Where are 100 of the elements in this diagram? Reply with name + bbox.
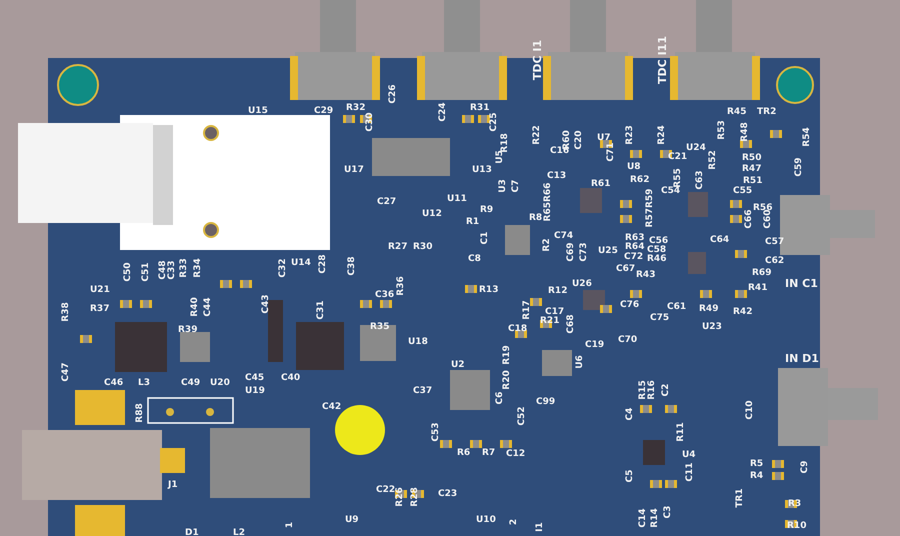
component-designator: C49: [181, 378, 200, 388]
component-designator: R42: [733, 307, 752, 317]
component-designator: U17: [344, 165, 364, 175]
component-designator: C63: [695, 170, 705, 190]
component-designator: L3: [138, 378, 150, 388]
component-designator: C7: [511, 180, 521, 192]
component-designator: C40: [281, 373, 300, 383]
component-designator: U7: [597, 133, 611, 143]
component-designator: C3: [663, 506, 673, 518]
component-designator: R30: [413, 242, 432, 252]
component-designator: C42: [322, 402, 342, 412]
component-designator: R27: [388, 242, 408, 252]
component-designator: C14: [638, 508, 648, 528]
component-designator: C62: [765, 256, 784, 266]
component-designator: C38: [347, 256, 357, 276]
component-designator: C64: [710, 235, 730, 245]
component-designator: R5: [750, 459, 764, 469]
component-designator: C99: [536, 397, 556, 407]
component-designator: 2: [509, 518, 519, 526]
component-designator: R53: [717, 120, 727, 140]
component-designator: R31: [470, 103, 490, 113]
component-designator: C61: [667, 302, 686, 312]
component-designator: R20: [502, 370, 512, 390]
component-designator: R49: [699, 304, 718, 314]
component-designator: R63: [625, 233, 644, 243]
component-designator: R57R59: [645, 188, 655, 228]
component-designator: U20: [210, 378, 230, 388]
component-designator: R23: [625, 125, 635, 145]
component-designator: TR2: [757, 107, 776, 117]
component-designator: R34: [193, 258, 203, 278]
component-designator: C23: [438, 489, 458, 499]
component-designator: TDC I11: [657, 36, 669, 84]
component-designator: C44: [203, 297, 213, 317]
component-designator: R8: [529, 213, 542, 223]
component-designator: C33: [167, 260, 177, 280]
component-designator: C20: [574, 130, 584, 150]
component-designator: R26: [395, 487, 405, 507]
component-designator: R33: [179, 258, 189, 278]
component-designator: R21: [540, 316, 560, 326]
component-designator: U6: [575, 355, 585, 369]
component-designator: C10: [745, 400, 755, 420]
component-designator: R10: [787, 521, 806, 531]
component-designator: L2: [233, 528, 245, 536]
component-designator: C11: [685, 462, 695, 482]
component-designator: R7: [482, 448, 496, 458]
component-designator: R38: [61, 302, 71, 322]
component-designator: C24: [438, 102, 448, 122]
component-designator: U3: [498, 179, 508, 193]
component-designator: C56: [649, 236, 668, 246]
component-designator: I1: [535, 522, 545, 532]
component-designator: U19: [245, 386, 265, 396]
component-designator: R88: [135, 403, 145, 423]
component-designator: C28: [318, 254, 328, 274]
component-designator: U25: [598, 246, 618, 256]
component-designator: R28: [410, 487, 420, 507]
component-designator: C31: [316, 300, 326, 320]
component-designator: R35: [370, 322, 390, 332]
component-designator: C46: [104, 378, 124, 388]
component-designator: U12: [422, 209, 442, 219]
component-designator: C76: [620, 300, 640, 310]
component-designator: C36: [375, 290, 394, 300]
component-designator: C13: [547, 171, 566, 181]
component-designator: R41: [748, 283, 768, 293]
component-designator: U24: [686, 143, 706, 153]
component-designator: C30: [365, 112, 375, 132]
component-designator: R12: [548, 286, 568, 296]
component-designator: J1: [168, 480, 178, 490]
component-designator: C8: [468, 254, 481, 264]
component-designator: U11: [447, 194, 467, 204]
component-designator: R51: [743, 176, 762, 186]
component-designator: C21: [668, 152, 688, 162]
component-designator: C66: [744, 209, 754, 229]
component-designator: U21: [90, 285, 110, 295]
component-designator: R18: [500, 133, 510, 153]
component-designator: IN D1: [785, 353, 819, 365]
component-designator: C71: [606, 142, 616, 162]
component-designator: C68: [566, 314, 576, 334]
component-designator: C32: [278, 258, 288, 278]
component-designator: C55: [733, 186, 752, 196]
component-designator: C73: [579, 242, 589, 262]
component-designator: R64: [625, 242, 644, 252]
component-designator: R54: [802, 127, 812, 147]
component-designator: C54: [661, 186, 680, 196]
component-designator: R39: [178, 325, 198, 335]
component-designator: C43: [261, 294, 271, 314]
component-designator: 1: [285, 522, 295, 528]
component-designator: U15: [248, 106, 268, 116]
component-designator: R11: [676, 422, 686, 442]
component-designator: C25: [489, 112, 499, 132]
component-designator: IN C1: [785, 278, 818, 290]
component-designator: C70: [618, 335, 638, 345]
component-designator: C12: [506, 449, 526, 459]
component-designator: R46: [647, 254, 666, 264]
component-designator: C67: [616, 264, 636, 274]
component-designator: U23: [702, 322, 722, 332]
component-designator: R65R66: [543, 182, 553, 222]
component-designator: C57: [765, 237, 784, 247]
component-designator: C19: [585, 340, 604, 350]
component-designator: C50: [123, 262, 133, 282]
component-designator: C45: [245, 373, 264, 383]
